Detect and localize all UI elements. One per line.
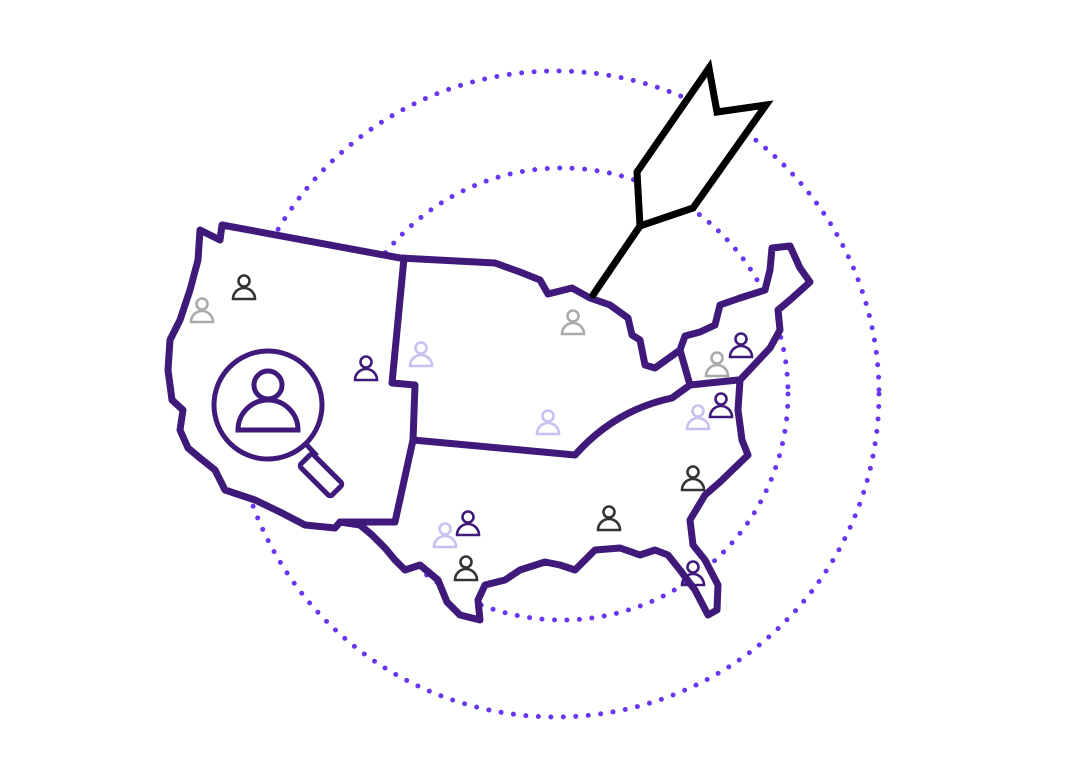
inner-dotted-ring	[333, 165, 791, 623]
west-region-border	[336, 254, 419, 526]
person-icon	[453, 555, 479, 582]
person-icon	[685, 404, 711, 431]
us-map	[164, 221, 814, 624]
central-region-border	[409, 376, 742, 459]
person-icon	[680, 560, 706, 587]
people-layer	[189, 274, 754, 587]
person-icon	[231, 274, 257, 301]
person-icon	[408, 341, 434, 368]
person-icon	[455, 510, 481, 537]
person-icon	[432, 522, 458, 549]
magnifying-glass-person-icon	[211, 348, 345, 499]
us-outline	[164, 221, 814, 624]
person-icon	[708, 392, 734, 419]
person-icon	[353, 355, 379, 382]
arrow-icon	[589, 59, 774, 299]
person-icon	[728, 332, 754, 359]
northeast-region-border	[676, 346, 694, 389]
person-icon	[596, 505, 622, 532]
person-icon	[560, 309, 586, 336]
person-icon	[189, 297, 215, 324]
person-icon	[680, 465, 706, 492]
person-icon	[535, 409, 561, 436]
person-icon	[704, 351, 730, 378]
